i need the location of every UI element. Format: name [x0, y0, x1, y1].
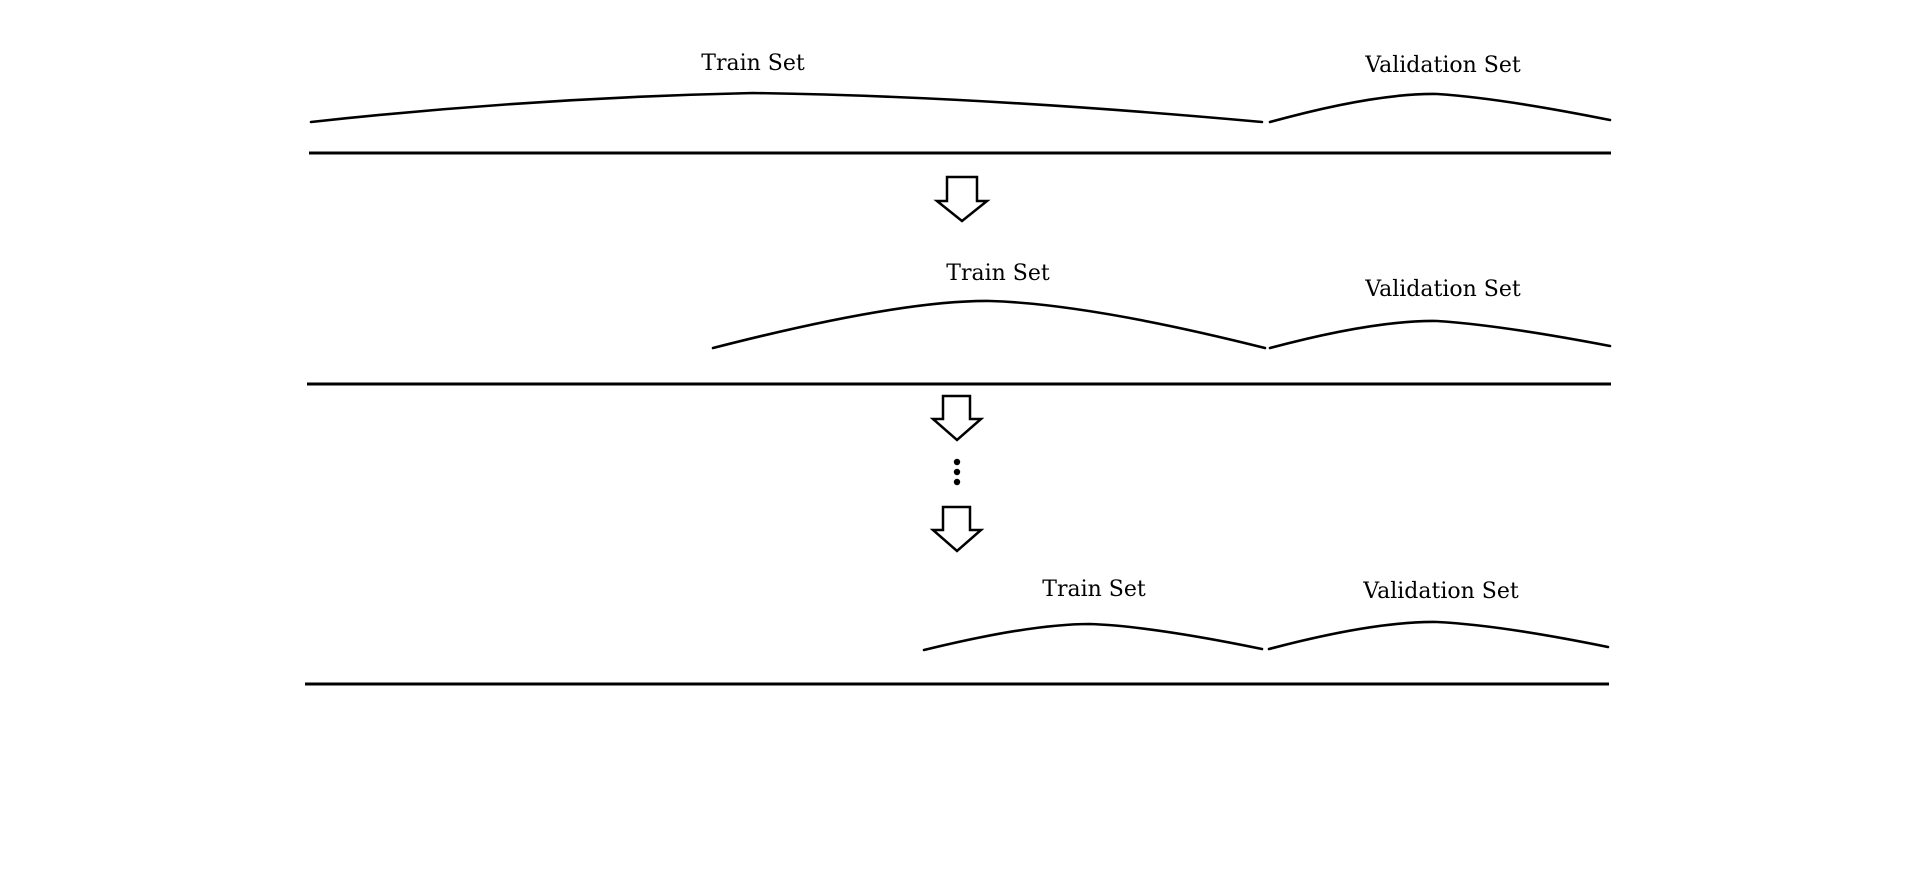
stage-3-train-brace — [922, 622, 1264, 652]
stage-3-validation-brace — [1267, 620, 1610, 651]
stage-1-train-label: Train Set — [701, 51, 805, 76]
stage-3-train-label: Train Set — [1042, 577, 1146, 602]
stage-3: Train Set Validation Set — [305, 577, 1610, 686]
arrow-down-icon — [933, 175, 991, 223]
arrow-down-icon — [929, 394, 985, 442]
stage-1-train-brace — [309, 91, 1264, 124]
arrow-down-icon — [929, 505, 985, 553]
stage-3-validation-label: Validation Set — [1362, 579, 1519, 604]
stage-2-train-label: Train Set — [946, 261, 1050, 286]
vertical-ellipsis-icon — [953, 458, 961, 486]
stage-1: Train Set Validation Set — [309, 51, 1612, 155]
stage-2-validation-brace — [1268, 319, 1612, 350]
stage-2-validation-label: Validation Set — [1364, 277, 1521, 302]
stage-1-validation-brace — [1268, 92, 1612, 124]
stage-2: Train Set Validation Set — [307, 261, 1612, 386]
stage-1-validation-label: Validation Set — [1364, 53, 1521, 78]
stage-2-train-brace — [711, 299, 1267, 350]
